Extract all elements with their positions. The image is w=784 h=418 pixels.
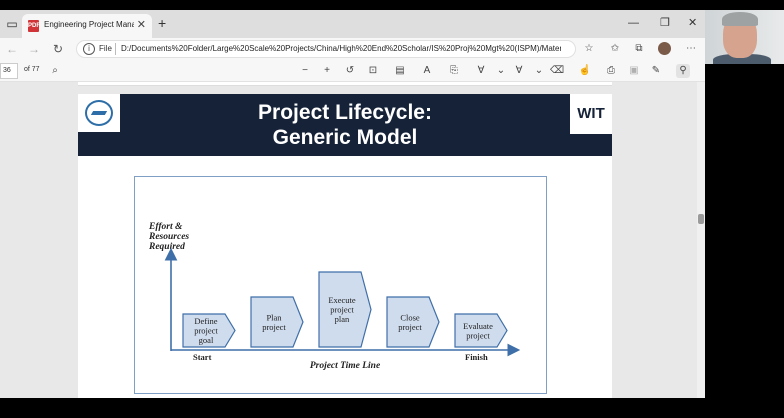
page-count: of 77 [24, 66, 40, 73]
address-separator [115, 43, 116, 55]
refresh-icon[interactable]: ↻ [52, 42, 64, 56]
pdf-page: Project Lifecycle: Generic Model WIT Eff… [78, 94, 612, 398]
slide-title: Project Lifecycle: Generic Model [138, 100, 552, 150]
scheme-label: File [99, 44, 112, 53]
highlight-icon[interactable]: ∀ [515, 65, 523, 76]
phase-label-line: goal [199, 335, 214, 345]
wit-logo: WIT [570, 94, 612, 134]
search-icon[interactable]: ⌕ [52, 65, 58, 76]
address-bar-row: ← → ↻ i File D:/Documents%20Folder/Large… [0, 38, 705, 60]
pin-icon[interactable]: ⚲ [676, 64, 690, 78]
y-axis-label-line3: Required [148, 242, 185, 252]
phase-label-line: project [466, 330, 490, 340]
slide-title-line2: Generic Model [272, 126, 418, 149]
tab-close-icon[interactable]: ✕ [136, 19, 146, 31]
finish-label: Finish [465, 352, 488, 362]
start-label: Start [193, 352, 212, 362]
maximize-icon[interactable]: ❐ [660, 17, 670, 29]
favorites-icon[interactable]: ✩ [610, 43, 620, 54]
page-view-icon[interactable]: ▤ [395, 65, 405, 76]
phase-label-line: Plan [266, 312, 282, 322]
phase-label-line: project [330, 305, 354, 315]
save-as-icon[interactable]: ✎ [651, 65, 661, 76]
pdf-toolbar: 36 of 77 ⌕ − + ↺ ⊡ ▤ A ⎘ ∀ ⌄ ∀ ⌄ ⌫ ☝ ⎙ ▣… [0, 60, 705, 82]
new-tab-button[interactable]: + [158, 15, 167, 31]
eraser-icon[interactable]: ⌫ [550, 65, 565, 76]
phase-shape [182, 313, 236, 348]
phase-label-line: plan [335, 314, 350, 324]
minimize-icon[interactable]: — [628, 17, 639, 29]
zoom-in-icon[interactable]: + [324, 65, 330, 76]
text-icon[interactable]: ⎘ [450, 65, 458, 76]
phase-shape [454, 313, 508, 348]
x-axis-label: Project Time Line [310, 361, 381, 371]
zoom-out-icon[interactable]: − [302, 65, 308, 76]
lifecycle-diagram-svg: Effort & Resources Required Defineprojec… [148, 222, 521, 371]
favorite-add-icon[interactable]: ☆ [584, 43, 594, 54]
address-bar[interactable]: i File D:/Documents%20Folder/Large%20Sca… [76, 40, 576, 58]
close-icon[interactable]: ✕ [688, 17, 698, 29]
tab-pdf[interactable]: PDF Engineering Project Management ✕ [22, 14, 152, 38]
page-number-input[interactable]: 36 [0, 63, 18, 79]
pdf-file-icon: PDF [28, 20, 40, 32]
back-icon[interactable]: ← [6, 42, 18, 56]
vertical-scrollbar[interactable] [697, 82, 705, 398]
y-axis-label-line1: Effort & [148, 222, 183, 232]
institution-logo [78, 94, 120, 132]
info-icon[interactable]: i [83, 43, 95, 55]
phase-label-line: project [194, 326, 218, 336]
y-axis-label-line2: Resources [148, 232, 189, 242]
phase-shape [386, 296, 440, 348]
presenter-hair [722, 12, 758, 26]
phase-label-line: Evaluate [463, 321, 493, 331]
profile-avatar[interactable] [658, 42, 671, 55]
url-text[interactable]: D:/Documents%20Folder/Large%20Scale%20Pr… [121, 44, 561, 53]
slide-header: Project Lifecycle: Generic Model WIT [78, 94, 612, 156]
forward-icon[interactable]: → [28, 42, 40, 56]
previous-page-edge [78, 82, 612, 86]
draw-icon[interactable]: ∀ [477, 65, 485, 76]
fit-page-icon[interactable]: ⊡ [368, 65, 378, 76]
phase-label-line: Close [400, 312, 420, 322]
tab-actions-icon[interactable]: ▭ [6, 17, 18, 31]
webcam-video [705, 10, 784, 64]
presenter-shirt [713, 54, 771, 64]
phase-shapes: DefineprojectgoalPlanprojectExecuteproje… [182, 271, 508, 348]
phase-shape [250, 296, 304, 348]
read-aloud-icon[interactable]: A [423, 65, 431, 76]
touch-icon[interactable]: ☝ [578, 65, 592, 76]
scrollbar-thumb[interactable] [698, 214, 704, 224]
browser-window: ▭ PDF Engineering Project Management ✕ +… [0, 10, 705, 398]
phase-shape [318, 271, 372, 348]
rotate-icon[interactable]: ↺ [345, 65, 355, 76]
slide-title-line1: Project Lifecycle: [258, 101, 432, 124]
draw-dropdown-icon[interactable]: ⌄ [496, 65, 506, 76]
collections-icon[interactable]: ⧉ [635, 43, 643, 54]
save-icon[interactable]: ▣ [629, 65, 639, 76]
more-icon[interactable]: ⋯ [686, 43, 696, 54]
document-viewer[interactable]: Project Lifecycle: Generic Model WIT Eff… [0, 82, 705, 398]
tab-title: Engineering Project Management [44, 20, 134, 29]
phase-label-line: Execute [328, 295, 356, 305]
print-icon[interactable]: ⎙ [607, 65, 615, 76]
phase-label-line: Define [194, 316, 217, 326]
phase-label-line: project [398, 322, 422, 332]
highlight-dropdown-icon[interactable]: ⌄ [534, 65, 544, 76]
tab-strip: ▭ PDF Engineering Project Management ✕ +… [0, 10, 705, 38]
phase-label-line: project [262, 322, 286, 332]
seal-icon [85, 100, 113, 126]
